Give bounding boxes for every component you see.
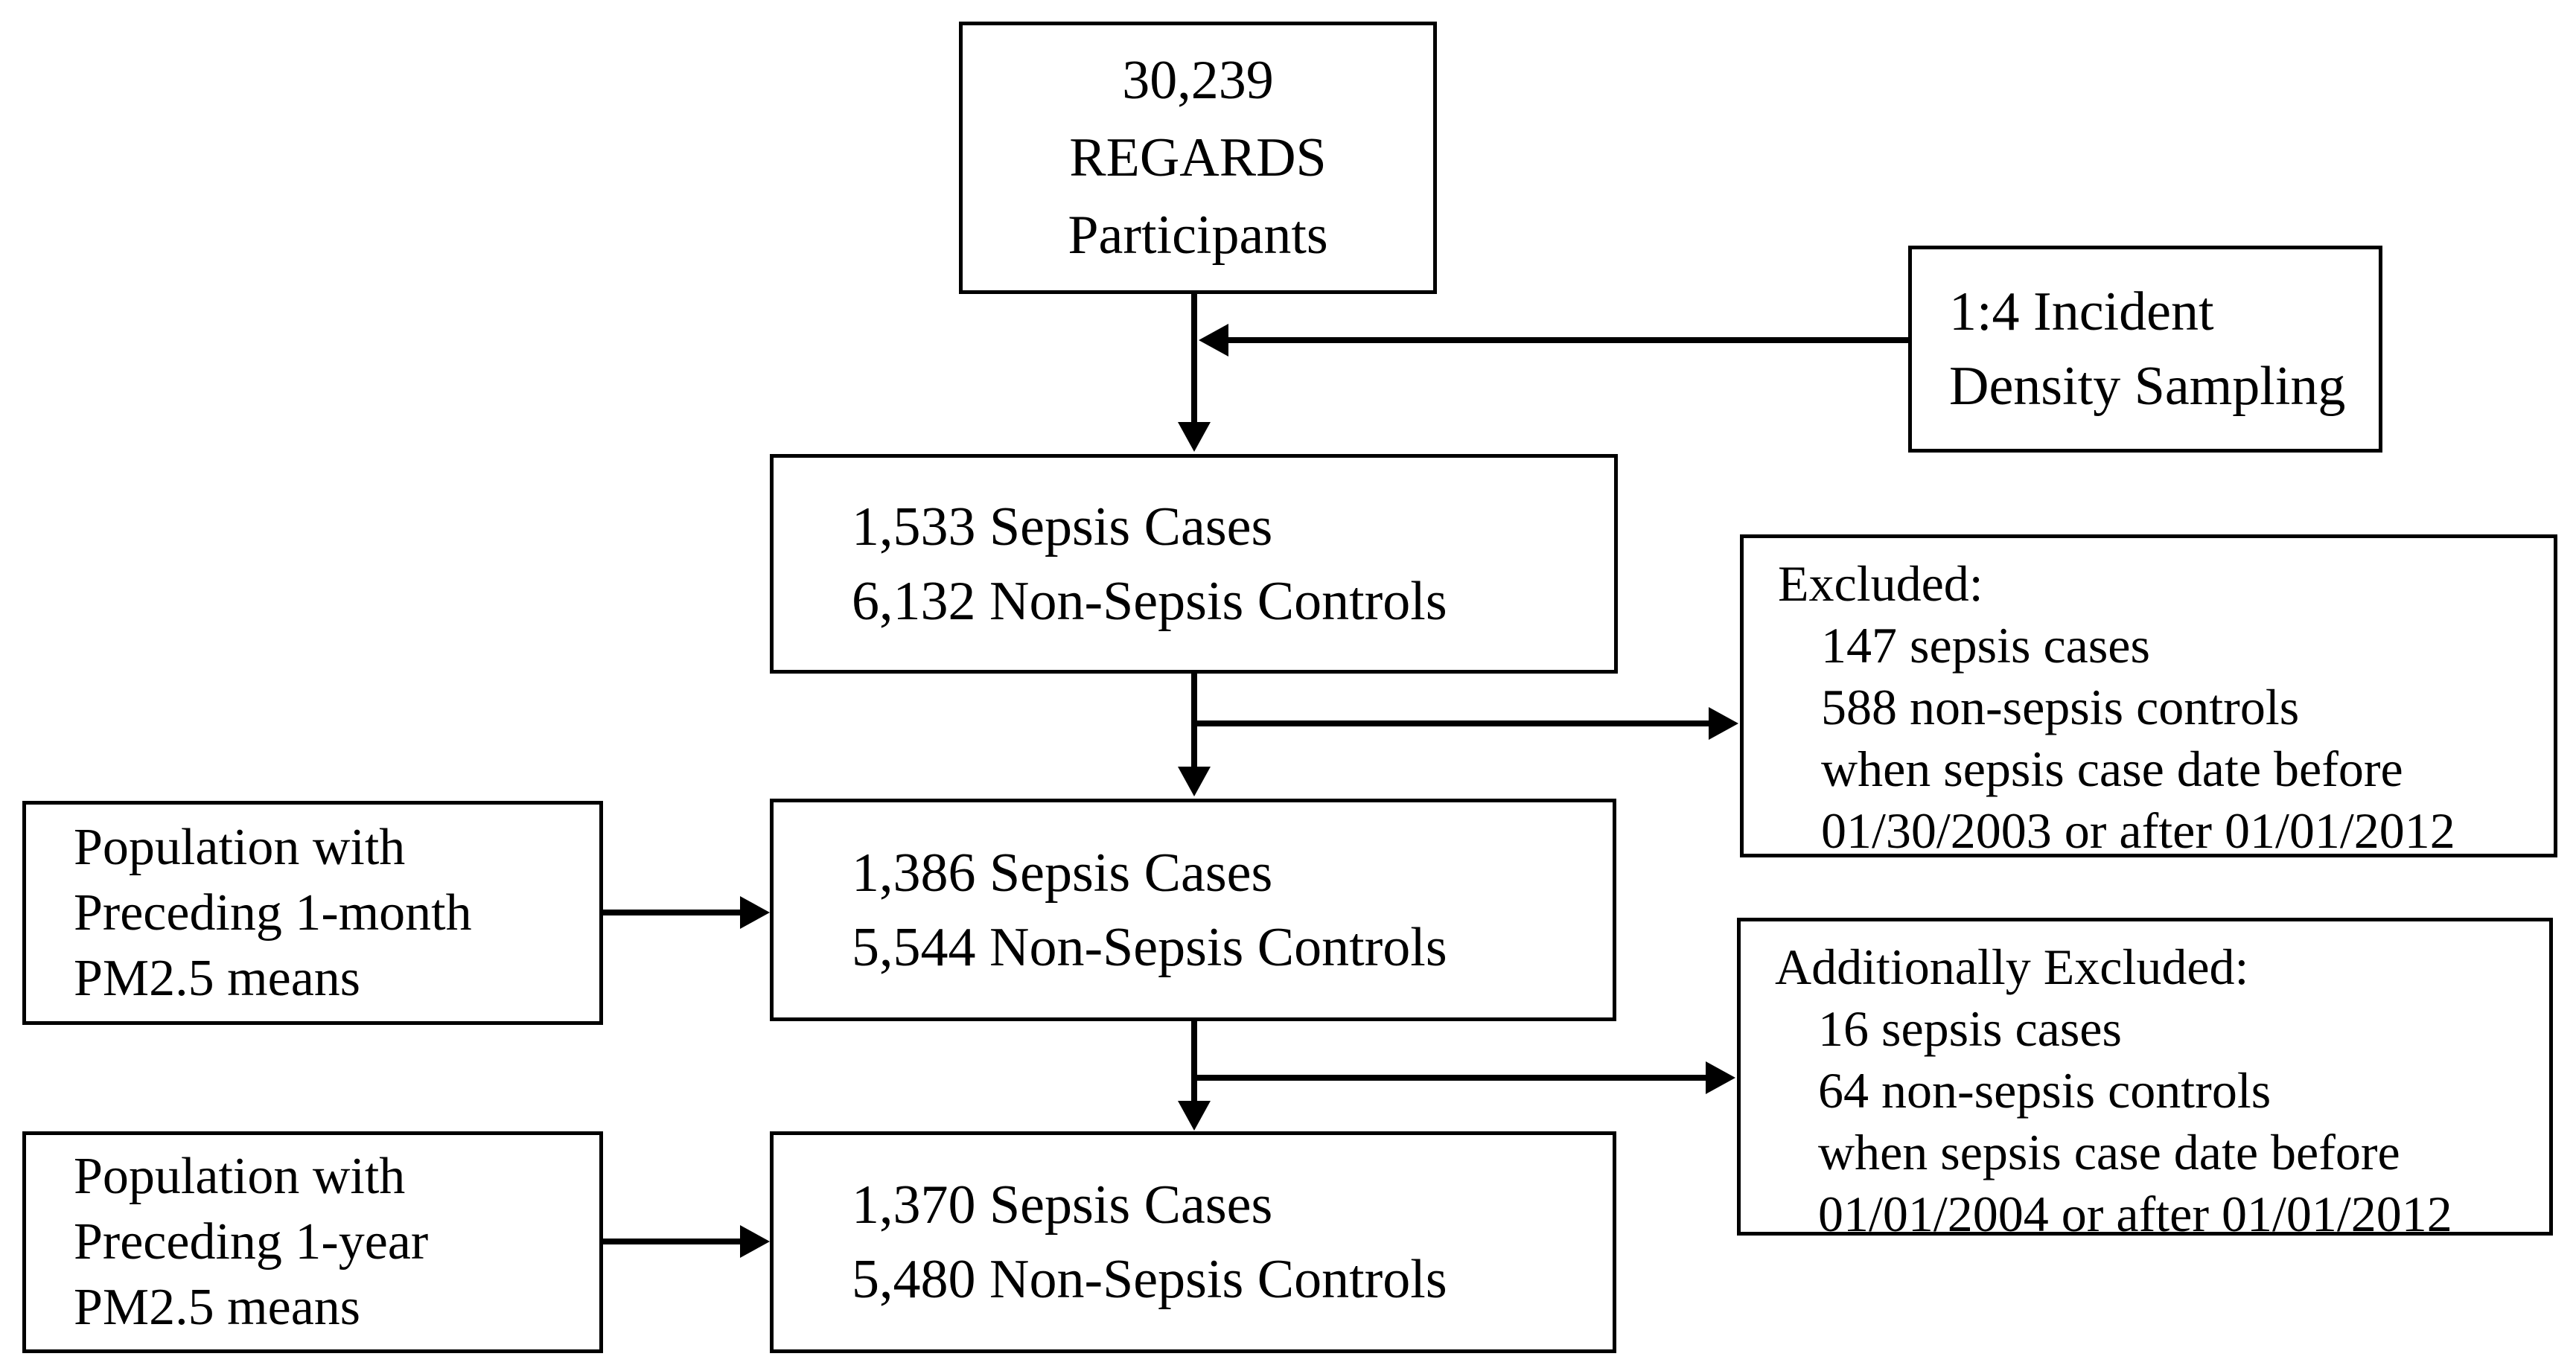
arrow-sampling-to-flow-head — [1199, 324, 1228, 357]
arrow-stage2-to-additionally-excluded-line — [1194, 1075, 1707, 1081]
arrow-regards-to-stage1-line — [1191, 294, 1197, 424]
node-line: REGARDS — [1069, 127, 1327, 188]
node-line: Preceding 1-year — [74, 1213, 429, 1271]
exclusion-item: when sepsis case date before — [1818, 1124, 2400, 1180]
arrow-stage1-to-excluded-line — [1194, 720, 1710, 726]
node-additionally-excluded: Additionally Excluded: 16 sepsis cases 6… — [1737, 918, 2553, 1242]
exclusion-item: 588 non-sepsis controls — [1821, 679, 2300, 735]
node-population-1-year: Population with Preceding 1-year PM2.5 m… — [22, 1131, 603, 1353]
node-line: Participants — [1068, 205, 1328, 266]
node-regards-participants: 30,239 REGARDS Participants — [959, 22, 1437, 294]
arrow-pop-1year-to-stage3-line — [603, 1239, 742, 1244]
node-line: 1,370 Sepsis Cases — [852, 1175, 1273, 1236]
arrow-stage2-to-stage3-line — [1191, 1021, 1197, 1103]
exclusion-item: when sepsis case date before — [1821, 741, 2403, 797]
node-sepsis-cases-stage1: 1,533 Sepsis Cases 6,132 Non-Sepsis Cont… — [770, 454, 1618, 674]
arrow-stage1-to-stage2-head — [1178, 767, 1211, 796]
node-line: Preceding 1-month — [74, 883, 472, 942]
arrow-stage2-to-additionally-excluded-head — [1706, 1061, 1735, 1094]
node-line: PM2.5 means — [74, 1279, 360, 1336]
node-line: 5,480 Non-Sepsis Controls — [852, 1249, 1447, 1310]
node-line: Population with — [74, 1148, 406, 1205]
node-sepsis-cases-stage2: 1,386 Sepsis Cases 5,544 Non-Sepsis Cont… — [770, 799, 1616, 1021]
arrow-regards-to-stage1-head — [1178, 422, 1211, 452]
node-incident-density-sampling: 1:4 Incident Density Sampling — [1908, 246, 2382, 453]
exclusion-item: 01/30/2003 or after 01/01/2012 — [1821, 802, 2455, 859]
arrow-sampling-to-flow-line — [1228, 337, 1908, 343]
node-line: 1,533 Sepsis Cases — [852, 496, 1273, 557]
node-line: PM2.5 means — [74, 949, 360, 1007]
arrow-pop-1month-to-stage2-head — [740, 896, 770, 929]
arrow-pop-1month-to-stage2-line — [603, 910, 742, 915]
exclusion-item: 16 sepsis cases — [1818, 1000, 2122, 1057]
node-line: Density Sampling — [1949, 356, 2346, 417]
exclusion-item: 147 sepsis cases — [1821, 617, 2150, 674]
exclusion-item: 64 non-sepsis controls — [1818, 1062, 2271, 1119]
arrow-stage1-to-excluded-head — [1709, 707, 1738, 740]
arrow-stage2-to-stage3-head — [1178, 1101, 1211, 1131]
node-line: 1,386 Sepsis Cases — [852, 842, 1273, 904]
node-line: 30,239 — [1122, 50, 1274, 111]
exclusion-heading: Additionally Excluded: — [1775, 939, 2249, 995]
node-excluded: Excluded: 147 sepsis cases 588 non-sepsi… — [1740, 534, 2557, 859]
node-line: 1:4 Incident — [1949, 281, 2214, 342]
node-population-1-month: Population with Preceding 1-month PM2.5 … — [22, 801, 603, 1025]
node-line: 5,544 Non-Sepsis Controls — [852, 916, 1447, 978]
node-sepsis-cases-stage3: 1,370 Sepsis Cases 5,480 Non-Sepsis Cont… — [770, 1131, 1616, 1353]
node-line: Population with — [74, 818, 406, 876]
exclusion-heading: Excluded: — [1778, 555, 1983, 612]
node-line: 6,132 Non-Sepsis Controls — [852, 570, 1447, 632]
exclusion-item: 01/01/2004 or after 01/01/2012 — [1818, 1186, 2452, 1242]
arrow-pop-1year-to-stage3-head — [740, 1225, 770, 1258]
